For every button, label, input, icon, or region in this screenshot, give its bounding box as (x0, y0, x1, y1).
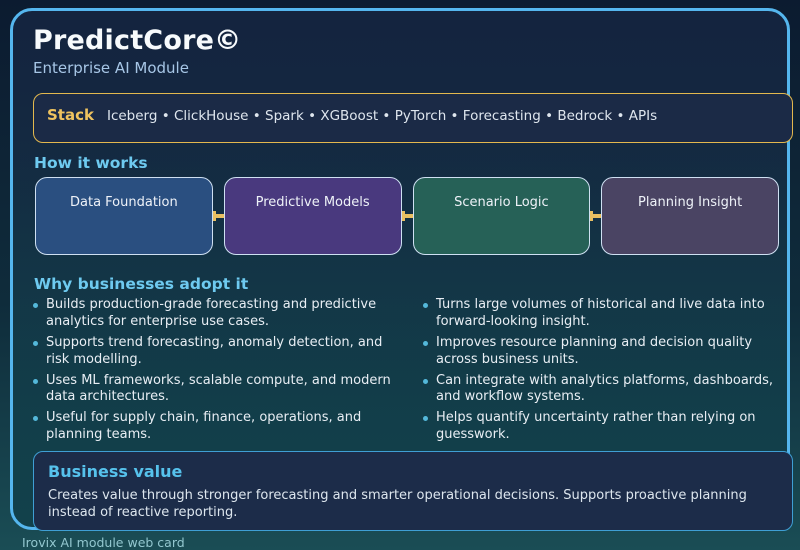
footer-caption: Irovix AI module web card (22, 535, 185, 550)
bullet-text: Builds production-grade forecasting and … (46, 297, 377, 329)
page-title: PredictCore© (33, 25, 242, 56)
flow-arrow-icon (212, 210, 224, 222)
bullet-dot-icon (423, 340, 428, 346)
list-item: Turns large volumes of historical and li… (423, 297, 791, 331)
flow-step-data-foundation: Data Foundation (35, 177, 213, 255)
list-item: Helps quantify uncertainty rather than r… (423, 410, 791, 444)
business-value-box: Business value Creates value through str… (33, 451, 793, 531)
bullet-column-left: Builds production-grade forecasting and … (33, 297, 401, 448)
list-item: Builds production-grade forecasting and … (33, 297, 401, 331)
bullet-text: Uses ML frameworks, scalable compute, an… (46, 372, 391, 405)
bullet-dot-icon (423, 416, 428, 422)
bullet-column-right: Turns large volumes of historical and li… (423, 297, 791, 448)
bullet-dot-icon (423, 378, 428, 384)
stack-label: Stack (47, 106, 94, 124)
flow-step-label: Data Foundation (70, 195, 178, 210)
bullet-text: Helps quantify uncertainty rather than r… (436, 410, 756, 443)
flow-step-predictive-models: Predictive Models (223, 177, 402, 255)
how-it-works-heading: How it works (34, 154, 148, 172)
list-item: Can integrate with analytics platforms, … (423, 373, 791, 407)
bullet-dot-icon (33, 378, 38, 384)
stack-items-list: Iceberg • ClickHouse • Spark • XGBoost •… (106, 108, 658, 124)
stack-box: Stack Iceberg • ClickHouse • Spark • XGBo… (33, 93, 793, 143)
flow-step-label: Scenario Logic (454, 195, 549, 210)
bullet-dot-icon (33, 340, 38, 346)
benefits-section: Builds production-grade forecasting and … (33, 297, 791, 448)
bullet-dot-icon (423, 303, 428, 308)
bullet-text: Improves resource planning and decision … (436, 334, 753, 367)
bullet-dot-icon (33, 416, 38, 422)
flow-arrow-icon (401, 210, 413, 222)
business-value-text: Creates value through stronger forecasti… (48, 488, 747, 520)
bullet-text: Supports trend forecasting, anomaly dete… (46, 334, 383, 367)
flow-step-planning-insight: Planning Insight (601, 177, 779, 255)
bullet-text: Turns large volumes of historical and li… (436, 297, 765, 329)
list-item: Supports trend forecasting, anomaly dete… (33, 335, 401, 369)
page-subtitle: Enterprise AI Module (33, 59, 189, 77)
flow-step-scenario-logic: Scenario Logic (412, 177, 591, 255)
why-adopt-heading: Why businesses adopt it (34, 275, 249, 293)
list-item: Uses ML frameworks, scalable compute, an… (33, 373, 401, 407)
flow-step-label: Predictive Models (255, 195, 370, 210)
bullet-dot-icon (33, 303, 38, 308)
list-item: Improves resource planning and decision … (423, 335, 791, 369)
flow-step-label: Planning Insight (638, 195, 743, 210)
list-item: Useful for supply chain, finance, operat… (33, 410, 401, 444)
flow-diagram: Data Foundation Predictive Models Scenar… (35, 177, 779, 255)
bullet-text: Can integrate with analytics platforms, … (436, 372, 774, 405)
bullet-text: Useful for supply chain, finance, operat… (46, 410, 362, 443)
flow-arrow-icon (590, 210, 602, 222)
business-value-heading: Business value (48, 462, 183, 481)
